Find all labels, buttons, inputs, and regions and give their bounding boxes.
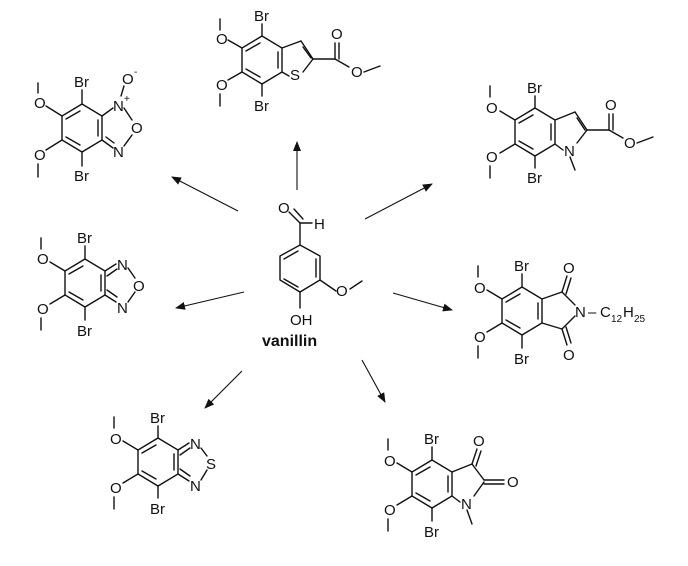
bfx-ring-o: O <box>131 120 143 137</box>
reaction-arrows <box>171 141 453 409</box>
isa-carbonyl-o-top: O <box>473 433 485 450</box>
ind-o-lower: O <box>486 149 498 166</box>
bfx-o-minus: O <box>122 71 134 88</box>
isa-n-label: N <box>461 496 472 513</box>
phi-carbonyl-o-bottom: O <box>563 347 575 364</box>
isa-o-upper: O <box>384 453 396 470</box>
benzofurazan-structure: Br Br O O N O N <box>37 230 145 340</box>
btp-br-bottom: Br <box>254 98 269 115</box>
phi-br-bottom: Br <box>514 351 529 368</box>
btp-o-lower: O <box>216 77 228 94</box>
arrow-to-isatin <box>361 359 386 403</box>
methoxy-o-label: O <box>336 283 348 300</box>
phi-o-lower: O <box>474 329 486 346</box>
bfz-br-bottom: Br <box>77 323 92 340</box>
benzofuroxan-structure: Br Br O O N + O - O N <box>34 67 143 185</box>
bfx-plus: + <box>124 94 130 105</box>
ind-n-label: N <box>564 143 575 160</box>
btd-n-lower: N <box>190 478 201 495</box>
arrow-to-benzothiadiazole <box>204 370 243 409</box>
ind-br-top: Br <box>527 80 542 97</box>
arrow-to-phthalimide <box>392 292 453 312</box>
isa-br-top: Br <box>424 431 439 448</box>
bfz-br-top: Br <box>77 230 92 247</box>
btp-o-upper: O <box>216 31 228 48</box>
benzothiophene-structure: Br Br O O S O O <box>216 8 381 115</box>
bfz-n-lower: N <box>117 300 128 317</box>
bfz-ring-o: O <box>133 278 145 295</box>
ind-carbonyl-o: O <box>605 97 617 114</box>
ind-br-bottom: Br <box>527 170 542 187</box>
bfz-o-lower: O <box>37 301 49 318</box>
benzothiadiazole-structure: Br Br O O N S N <box>110 410 216 518</box>
arrow-to-indole <box>364 183 433 220</box>
isa-carbonyl-o-right: O <box>507 474 519 491</box>
phi-o-upper: O <box>474 280 486 297</box>
arrow-to-benzofuroxan <box>171 176 239 212</box>
bfx-o-upper: O <box>34 95 46 112</box>
btp-br-top: Br <box>254 8 269 25</box>
phi-chain-h: H <box>623 304 634 321</box>
isatin-structure: Br Br O O O O N <box>384 431 519 541</box>
aldehyde-o-label: O <box>278 200 290 217</box>
bfz-o-upper: O <box>37 251 49 268</box>
isa-o-lower: O <box>384 502 396 519</box>
phi-br-top: Br <box>514 258 529 275</box>
phi-carbonyl-o-top: O <box>563 260 575 277</box>
btp-ester-o: O <box>351 64 363 81</box>
bfx-minus: - <box>134 67 137 78</box>
vanillin-structure: O H O OH vanillin <box>262 200 363 350</box>
bfx-br-bottom: Br <box>74 168 89 185</box>
bfx-o-lower: O <box>34 147 46 164</box>
arrow-to-benzofurazan <box>175 291 245 310</box>
bfx-n-plus: N <box>113 98 124 115</box>
btd-s-label: S <box>206 456 216 473</box>
phi-chain-sub12: 12 <box>611 314 623 325</box>
aldehyde-h-label: H <box>314 216 325 233</box>
indole-structure: Br Br O O N O O <box>486 80 654 187</box>
vanillin-name: vanillin <box>262 333 317 350</box>
phi-n-label: N <box>575 304 586 321</box>
bfz-n-upper: N <box>117 257 128 274</box>
bfx-br-top: Br <box>74 74 89 91</box>
btd-o-upper: O <box>110 431 122 448</box>
btp-carbonyl-o: O <box>331 26 343 43</box>
hydroxyl-label: OH <box>290 312 313 329</box>
ind-o-upper: O <box>486 100 498 117</box>
bfx-n-lower: N <box>113 144 124 161</box>
btd-br-top: Br <box>150 410 165 427</box>
ind-ester-o: O <box>624 135 636 152</box>
phi-chain-c: C <box>600 304 611 321</box>
phi-dash: – <box>588 304 597 321</box>
btd-n-upper: N <box>190 436 201 453</box>
btd-o-lower: O <box>110 480 122 497</box>
isa-br-bottom: Br <box>424 524 439 541</box>
phthalimide-structure: Br Br O O O N O – C 12 H 25 <box>474 258 646 368</box>
btp-s-label: S <box>290 67 300 84</box>
phi-chain-sub25: 25 <box>634 314 646 325</box>
btd-br-bottom: Br <box>150 501 165 518</box>
